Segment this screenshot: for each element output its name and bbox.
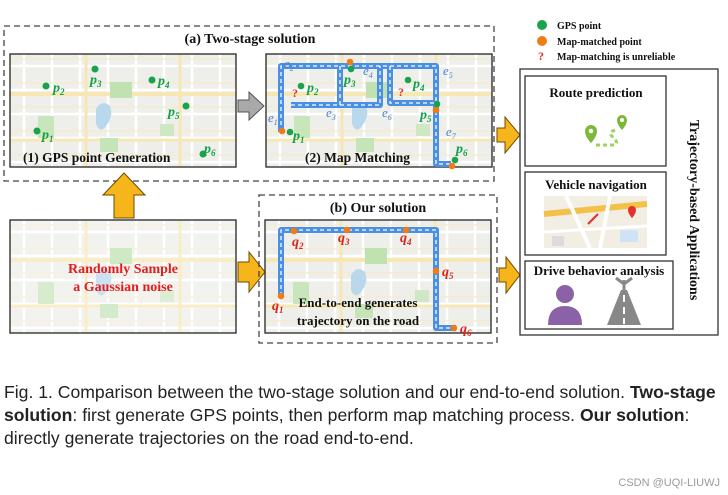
legend-matched-label: Map-matched point xyxy=(557,37,642,48)
label-m-p3: p3 xyxy=(343,73,356,89)
label-q6: q6 xyxy=(460,322,472,338)
applications-container xyxy=(519,68,719,336)
figure-caption: Fig. 1. Comparison between the two-stage… xyxy=(4,381,719,450)
label-p5: p5 xyxy=(167,105,180,121)
edge-e5: e5 xyxy=(443,63,453,80)
road-icon xyxy=(607,276,641,325)
right-arrow-our xyxy=(237,250,266,294)
gps-point-m-p2 xyxy=(297,82,305,90)
matched-point-p3 xyxy=(346,58,354,66)
route-prediction-icon xyxy=(585,115,627,147)
app-drive-behavior-label: Drive behavior analysis xyxy=(534,263,665,278)
matched-point-p5 xyxy=(432,106,440,114)
gps-point-m-p1 xyxy=(286,128,294,136)
app-vehicle-navigation-label: Vehicle navigation xyxy=(545,177,647,192)
our-solution-title: (b) Our solution xyxy=(330,201,426,216)
edge-e1: e1 xyxy=(268,110,278,127)
gps-point-p4 xyxy=(148,76,156,84)
gps-point-p2 xyxy=(42,82,50,90)
matched-point-p1 xyxy=(278,127,286,135)
edge-e7: e7 xyxy=(446,124,457,141)
end-to-end-line1: End-to-end generates xyxy=(299,295,418,310)
road-point-q3 xyxy=(343,226,351,234)
legend-unreliable-marker: ? xyxy=(538,49,544,63)
caption-bold-two-stage: Two-stage solution xyxy=(4,382,716,425)
caption-mid: : first generate GPS points, then perfor… xyxy=(72,405,580,425)
label-p4: p4 xyxy=(157,74,170,90)
label-p1: p1 xyxy=(41,128,54,144)
stage-arrow xyxy=(237,90,265,122)
edge-e3: e3 xyxy=(326,105,336,122)
our-solution-container xyxy=(258,194,498,344)
road-point-q4 xyxy=(402,226,410,234)
watermark: CSDN @UQI-LIUWJ xyxy=(618,477,720,489)
gps-generation-label: (1) GPS point Generation xyxy=(23,150,171,165)
legend-unreliable-label: Map-matching is unreliable xyxy=(557,52,676,63)
gps-point-p6 xyxy=(199,150,207,158)
label-m-p5: p5 xyxy=(419,108,432,124)
road-point-q2 xyxy=(290,227,298,235)
gps-point-p5 xyxy=(182,102,190,110)
gps-point-m-p3 xyxy=(347,65,355,73)
label-q3: q3 xyxy=(338,231,350,247)
matched-point-p6 xyxy=(448,162,456,170)
generated-route xyxy=(278,227,456,331)
caption-bold-our-solution: Our solution xyxy=(579,405,685,425)
gps-point-p3 xyxy=(91,65,99,73)
map-matching-label: (2) Map Matching xyxy=(305,150,410,165)
app-route-prediction xyxy=(524,75,667,167)
noise-map xyxy=(8,218,238,335)
caption-suffix: : directly generate trajectories on the … xyxy=(4,405,690,448)
label-p6: p6 xyxy=(203,142,216,158)
app-route-prediction-label: Route prediction xyxy=(549,85,643,100)
figure-diagram: (a) Two-stage solution p1 p2 p3 p4 p5 p6… xyxy=(3,20,719,344)
two-stage-title: (a) Two-stage solution xyxy=(185,32,316,47)
edge-e6: e6 xyxy=(382,105,392,122)
label-p2: p2 xyxy=(52,81,65,97)
label-p3: p3 xyxy=(89,73,102,89)
legend: GPS point Map-matched point ? Map-matchi… xyxy=(537,20,676,63)
noise-label-line1: Randomly Sample xyxy=(68,262,178,277)
two-stage-container xyxy=(3,25,495,182)
legend-gps-marker xyxy=(537,20,547,30)
road-point-q6 xyxy=(450,324,458,332)
applications-title: Trajectory-based Applications xyxy=(686,120,701,301)
gps-point-m-p6 xyxy=(451,156,459,164)
label-q1: q1 xyxy=(272,299,284,315)
our-solution-map xyxy=(263,218,493,335)
right-arrow-apps-bottom xyxy=(498,255,521,295)
legend-gps-label: GPS point xyxy=(557,21,602,32)
label-q5: q5 xyxy=(442,265,454,281)
noise-label-line2: a Gaussian noise xyxy=(73,280,173,295)
map-matching-map xyxy=(264,52,494,169)
label-m-p6: p6 xyxy=(455,142,468,158)
label-q2: q2 xyxy=(292,235,304,251)
right-arrow-apps-top xyxy=(496,115,521,155)
edge-e4: e4 xyxy=(363,63,373,80)
unreliable-mark-2: ? xyxy=(398,85,404,99)
road-point-q1 xyxy=(277,292,285,300)
label-m-p2: p2 xyxy=(306,81,319,97)
gps-generation-map xyxy=(8,52,238,169)
caption-prefix: Fig. 1. Comparison between the two-stage… xyxy=(4,382,630,402)
road-point-q5 xyxy=(432,267,440,275)
unreliable-mark-1: ? xyxy=(292,86,298,100)
gps-point-m-p5 xyxy=(433,100,441,108)
person-icon xyxy=(548,285,582,325)
label-m-p4: p4 xyxy=(412,77,425,93)
up-arrow xyxy=(101,172,147,219)
label-m-p1: p1 xyxy=(292,129,305,145)
edge-e2: e2 xyxy=(284,56,294,73)
legend-matched-marker xyxy=(537,36,547,46)
end-to-end-line2: trajectory on the road xyxy=(297,313,420,328)
gps-point-p1 xyxy=(33,127,41,135)
gps-point-m-p4 xyxy=(404,76,412,84)
navigation-map-icon xyxy=(543,195,648,249)
label-q4: q4 xyxy=(400,231,412,247)
